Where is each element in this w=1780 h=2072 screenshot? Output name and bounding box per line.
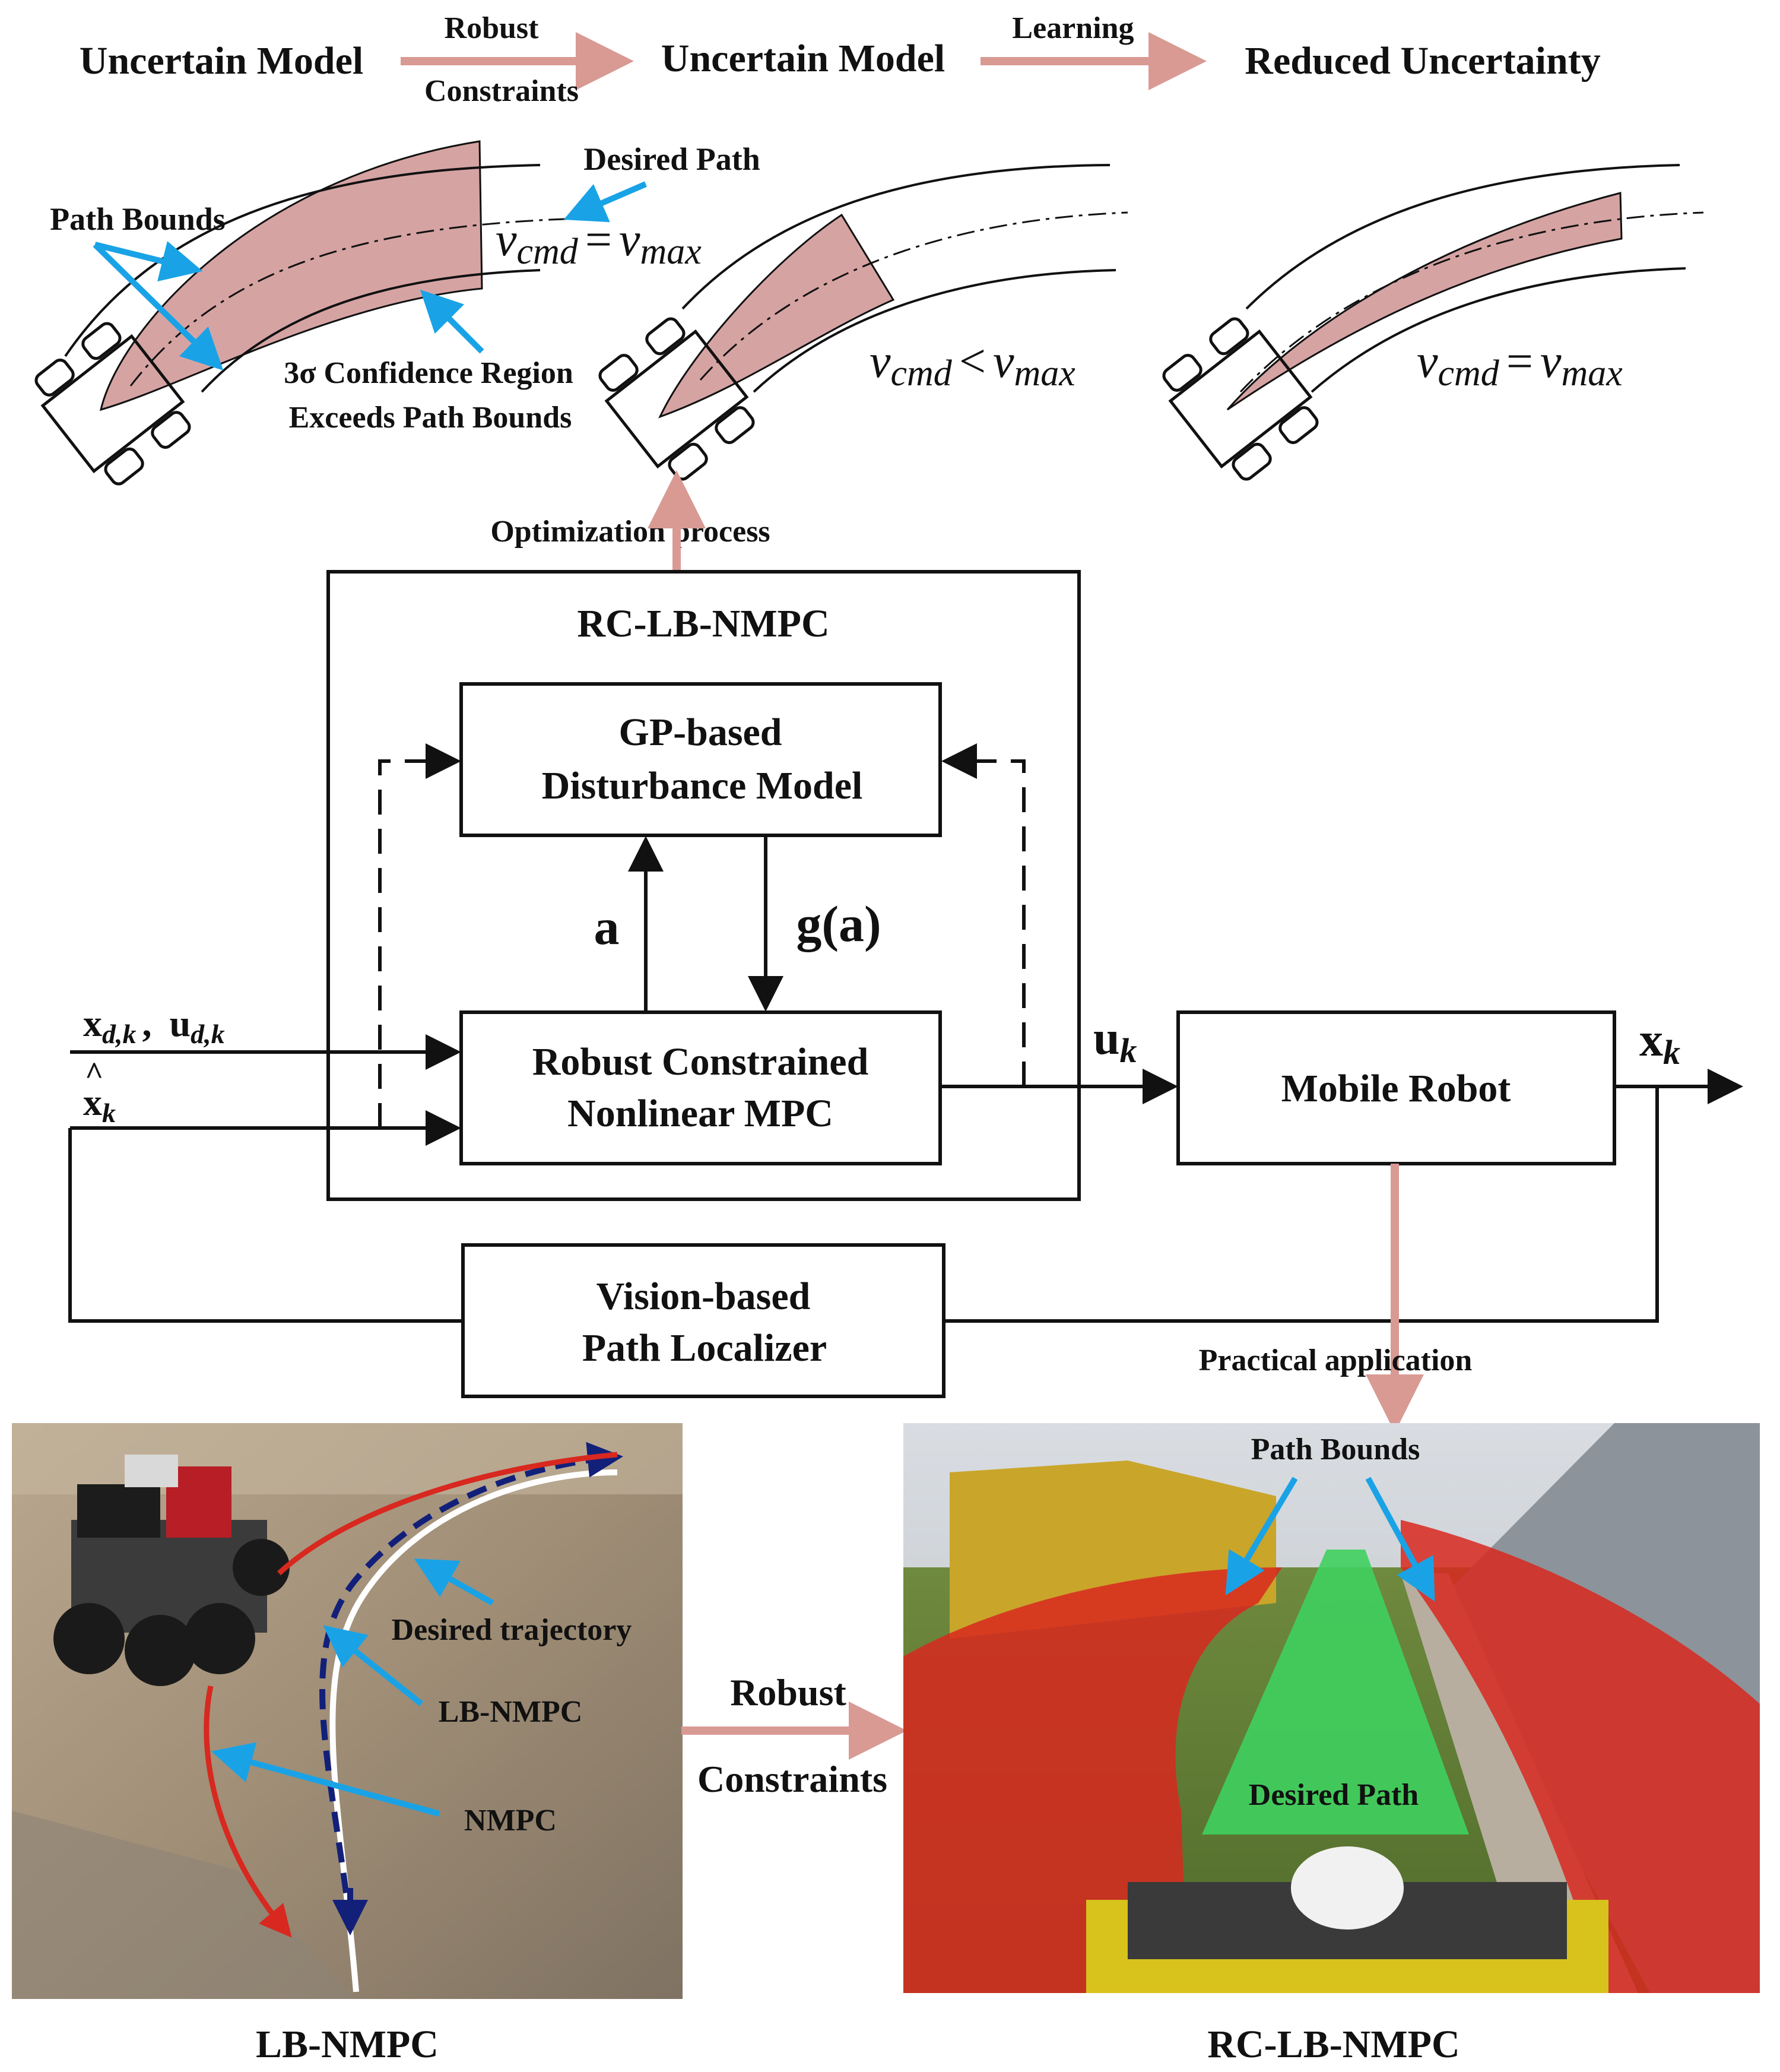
equation-right: vcmd=vmax [1417, 335, 1623, 394]
label-optimization-process: Optimization process [490, 515, 770, 549]
path-bound-lower-middle [753, 269, 1116, 393]
path-bound-upper-right [1245, 164, 1680, 310]
flow-step-uncertain-model-1: Uncertain Model [80, 39, 363, 83]
mpc-box-line2: Nonlinear MPC [567, 1092, 833, 1135]
path-localizer-box [461, 1243, 945, 1398]
desired-path-centerline-middle [699, 211, 1128, 381]
callout-path-bounds-left [1225, 1477, 1298, 1596]
panel-left: Desired Path Path Bounds 3σ Confidence R… [34, 140, 760, 486]
callout-path-bounds-upper [94, 241, 203, 281]
robust-mpc-box [459, 1010, 942, 1165]
input-reference-label: xd,k,ud,k [83, 1002, 225, 1049]
gp-box-line1: GP-based [618, 711, 782, 754]
label-nmpc: NMPC [464, 1804, 557, 1837]
label-path-bounds-photo: Path Bounds [1251, 1433, 1420, 1466]
label-confidence-region: 3σ Confidence Region [284, 356, 573, 390]
label-constraints: Constraints [697, 1758, 887, 1800]
mobile-robot-label: Mobile Robot [1281, 1067, 1511, 1110]
path-bounds-left-region [903, 1567, 1282, 1993]
equation-left: vcmd=vmax [496, 214, 702, 272]
label-exceeds-bounds: Exceeds Path Bounds [289, 401, 572, 435]
label-desired-trajectory: Desired trajectory [392, 1613, 632, 1647]
mpc-box-line1: Robust Constrained [532, 1040, 869, 1083]
path-bound-upper-middle [681, 164, 1110, 310]
equation-middle: vcmd<vmax [870, 335, 1075, 394]
photo-rc-lb-nmpc: Path Bounds Desired Path [903, 1423, 1760, 1993]
callout-path-bounds-lower [93, 242, 224, 371]
rc-lb-nmpc-outer-box [326, 570, 1081, 1201]
flow-arrow-robust-label: Robust [445, 11, 540, 45]
callout-desired-path [563, 181, 647, 223]
path-bound-lower-right [1311, 267, 1686, 393]
robot-gps-dome [1291, 1846, 1404, 1930]
gp-box-line2: Disturbance Model [542, 764, 863, 807]
panel-right: vcmd=vmax [1162, 164, 1704, 481]
photo-gravel [12, 1811, 356, 1999]
feedback-return-line [68, 1128, 463, 1323]
flow-step-uncertain-model-2: Uncertain Model [661, 37, 945, 80]
control-output-label: uk [1093, 1012, 1137, 1070]
localizer-line2: Path Localizer [582, 1326, 827, 1370]
confidence-region-medium [658, 213, 895, 419]
gp-disturbance-model-box [459, 682, 942, 837]
feedback-loop-line [944, 1086, 1659, 1323]
robot-icon [34, 322, 191, 486]
flow-arrow-constraints-label: Constraints [424, 74, 579, 108]
label-practical-application: Practical application [1199, 1344, 1473, 1377]
caption-lb-nmpc: LB-NMPC [256, 2023, 439, 2066]
dashed-loop-right [941, 743, 1026, 1086]
label-lb-nmpc: LB-NMPC [439, 1695, 583, 1729]
localizer-line1: Vision-based [596, 1275, 811, 1318]
photo-lb-nmpc: Desired trajectory LB-NMPC NMPC [12, 1423, 683, 1999]
state-estimate-hat: ^ [85, 1056, 103, 1091]
label-path-bounds: Path Bounds [50, 201, 226, 237]
caption-rc-lb-nmpc: RC-LB-NMPC [1207, 2023, 1459, 2066]
callout-lb-nmpc [323, 1625, 424, 1706]
label-desired-path-photo: Desired Path [1249, 1778, 1419, 1812]
rc-lb-nmpc-title: RC-LB-NMPC [577, 602, 829, 645]
path-bounds-right-region [1401, 1520, 1760, 1993]
desired-path-centerline-right [1239, 211, 1704, 393]
rover-image [53, 1455, 290, 1686]
state-output-label: xk [1639, 1014, 1680, 1072]
lb-nmpc-trajectory [319, 1441, 623, 1924]
path-bound-lower [201, 269, 541, 393]
panel-middle: vcmd<vmax [598, 164, 1128, 481]
callout-confidence-region [420, 289, 484, 354]
top-flow: Uncertain Model Robust Constraints Uncer… [80, 11, 1601, 108]
flow-arrow-learning-label: Learning [1012, 11, 1134, 45]
desired-path-centerline [129, 217, 582, 386]
mobile-robot-box [1176, 1010, 1616, 1165]
label-robust: Robust [730, 1671, 846, 1713]
dashed-loop-left [378, 743, 461, 1128]
signal-a-label: a [594, 898, 620, 955]
nmpc-trajectory-red-lower [204, 1686, 292, 1938]
callout-desired-trajectory [414, 1558, 494, 1606]
flow-step-reduced-uncertainty: Reduced Uncertainty [1245, 39, 1600, 83]
callout-nmpc [211, 1742, 440, 1817]
callout-path-bounds-right [1365, 1477, 1435, 1602]
label-desired-path: Desired Path [583, 141, 760, 177]
robot-icon [1162, 317, 1319, 481]
confidence-region-narrow [1226, 192, 1623, 411]
input-state-estimate-label: xk [83, 1081, 116, 1128]
desired-path-region [1202, 1550, 1469, 1835]
path-bound-upper [64, 164, 541, 357]
nmpc-trajectory-red-upper [277, 1452, 618, 1576]
signal-ga-label: g(a) [796, 895, 881, 952]
block-diagram: RC-LB-NMPC GP-based Disturbance Model Ro… [68, 570, 1743, 1398]
